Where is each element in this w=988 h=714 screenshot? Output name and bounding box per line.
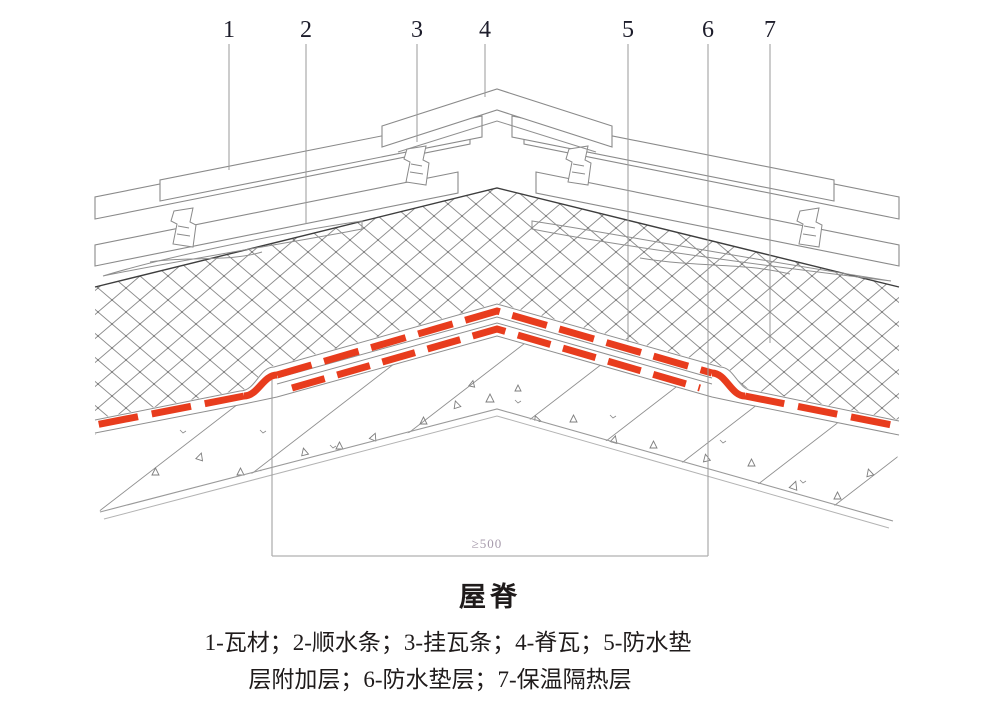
- membrane-outer-red-right: [744, 392, 898, 430]
- deck-bottom-edge: [99, 408, 894, 522]
- deck-aggregate-triangles: [151, 379, 875, 500]
- waterproof-additional-layer-red-line: [276, 307, 713, 379]
- tile-profile-wave-right: [639, 257, 791, 275]
- tile-batten-clips: [170, 145, 823, 248]
- membrane-gray-edge-mid-2: [276, 322, 713, 385]
- dimension-group: ≥500: [271, 380, 708, 557]
- callout-number-7: 7: [764, 17, 776, 43]
- membrane-step-right: [711, 369, 746, 400]
- ridge-cap: [381, 88, 613, 153]
- batten-clip-right-far: [796, 207, 823, 248]
- callout-number-1: 1: [223, 17, 235, 43]
- batten-clip-left-near: [403, 145, 430, 186]
- callout-number-2: 2: [300, 17, 312, 43]
- membrane-gray-edge-top: [94, 303, 900, 422]
- ridge-cap-under-edge: [397, 120, 597, 153]
- legend-line-1: 1-瓦材；2-顺水条；3-挂瓦条；4-脊瓦；5-防水垫: [205, 630, 692, 655]
- dimension-label: ≥500: [472, 536, 503, 551]
- insulation-top-dark-line: [94, 187, 900, 288]
- callout-leaders: [228, 44, 771, 556]
- callout-number-6: 6: [702, 17, 714, 43]
- tile-profile-wave-left: [149, 251, 263, 263]
- deck-specks: [179, 399, 807, 484]
- tile-profile-swash-right: [531, 220, 892, 282]
- membrane-gray-edge-bottom: [94, 335, 900, 436]
- membrane-gray-edge-mid-1: [276, 316, 713, 379]
- tile-profile-swash-left: [102, 220, 363, 277]
- membrane-step-left: [243, 371, 278, 400]
- callout-numbers: 1 2 3 4 5 6 7: [223, 17, 776, 43]
- callout-number-4: 4: [479, 17, 491, 43]
- membrane-outer-red-left: [94, 392, 245, 429]
- waterproof-membrane: [94, 303, 900, 436]
- insulation-layer-hatch: [94, 187, 900, 420]
- batten-clip-right-near: [565, 145, 592, 186]
- batten-clip-left-far: [170, 207, 197, 248]
- ridge-cap-board: [381, 88, 613, 148]
- legend-line-2: 层附加层；6-防水垫层；7-保温隔热层: [248, 667, 631, 692]
- callout-number-5: 5: [622, 17, 634, 43]
- callout-number-3: 3: [411, 17, 423, 43]
- deck-bottom-edge-2: [103, 415, 890, 529]
- waterproof-layer-red-line: [291, 325, 701, 392]
- diagram-title: 屋脊: [459, 582, 521, 612]
